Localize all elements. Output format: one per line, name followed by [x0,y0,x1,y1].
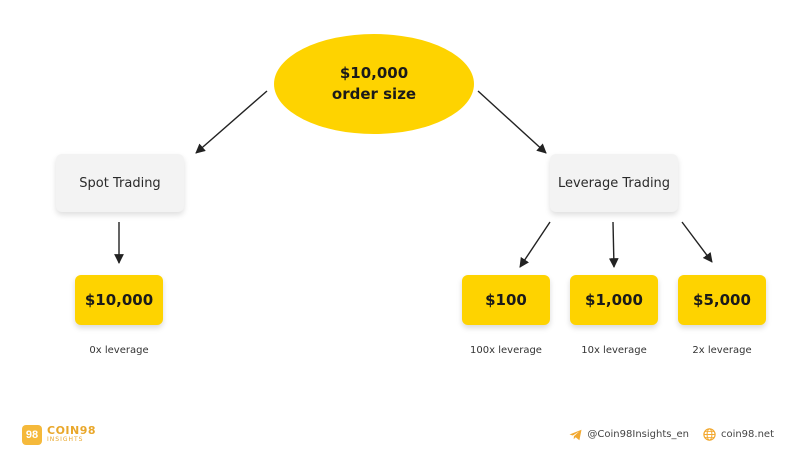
telegram-icon [569,429,582,441]
arrow-leverage-to-1000 [608,221,619,268]
coin98-badge-icon: 98 [22,425,42,445]
arrow-root-to-leverage [477,90,547,154]
outcome-amount: $100 [485,291,527,309]
logo-wordmark: COIN98 INSIGHTS [47,424,97,444]
root-node-order-size: $10,000 order size [274,34,474,134]
spot-trading-label: Spot Trading [79,175,161,191]
root-amount: $10,000 [339,64,409,82]
outcome-node-10x: $1,000 [570,275,658,325]
footer-social: @Coin98Insights_en coin98.net [569,428,774,441]
website-url: coin98.net [720,429,774,440]
arrow-root-to-spot [195,90,268,154]
telegram-handle: @Coin98Insights_en [587,429,689,440]
logo-badge-text: 98 [25,429,39,441]
telegram-link[interactable]: @Coin98Insights_en [569,429,689,441]
spot-trading-node: Spot Trading [56,154,184,212]
leverage-trading-label: Leverage Trading [557,175,671,191]
leverage-label-2x: 2x leverage [692,345,752,356]
logo-brand-name: COIN98 [47,424,97,437]
outcome-amount: $5,000 [693,291,751,309]
coin98-logo: 98 COIN98 INSIGHTS [22,425,96,445]
website-link[interactable]: coin98.net [703,428,774,441]
outcome-amount: $10,000 [84,291,154,309]
outcome-node-100x: $100 [462,275,550,325]
outcome-node-2x: $5,000 [678,275,766,325]
leverage-label-0x: 0x leverage [89,345,149,356]
leverage-trading-node: Leverage Trading [550,154,678,212]
outcome-amount: $1,000 [585,291,643,309]
arrow-leverage-to-5000 [681,221,713,263]
outcome-node-spot: $10,000 [75,275,163,325]
globe-icon [703,428,716,441]
root-label: order size [331,85,417,103]
leverage-label-10x: 10x leverage [581,345,647,356]
logo-brand-sub: INSIGHTS [47,436,84,443]
leverage-label-100x: 100x leverage [470,345,542,356]
arrow-leverage-to-100 [519,221,551,268]
